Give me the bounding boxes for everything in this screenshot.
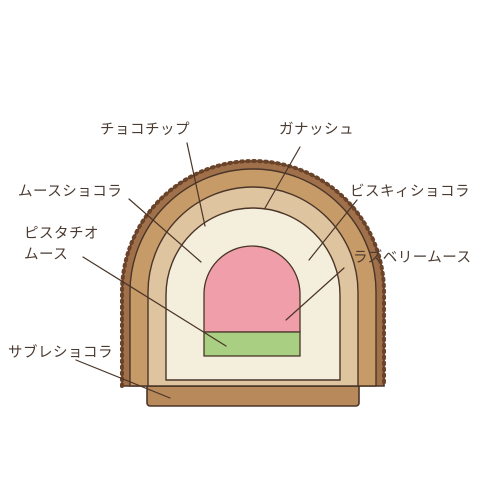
label-choco-chip: チョコチップ (100, 121, 190, 138)
labels: チョコチップ ガナッシュ ムースショコラ ビスキィショコラ ピスタチオ ムース … (8, 121, 472, 361)
leader-ganache (264, 146, 301, 209)
leader-choco-chip (186, 142, 206, 227)
label-pistachio-line1: ピスタチオ (24, 225, 99, 242)
label-ganache: ガナッシュ (279, 121, 354, 138)
leader-biscuit-chocolat (308, 199, 358, 261)
leader-pistachio (82, 256, 227, 347)
leader-lines (75, 142, 358, 399)
leader-raspberry (285, 267, 345, 321)
choco-chip-dots (120, 159, 386, 388)
label-pistachio-line2: ムース (24, 247, 68, 263)
label-mousse-chocolat: ムースショコラ (18, 184, 122, 200)
leader-sable (75, 359, 171, 399)
raspberry-mousse-layer (203, 245, 301, 333)
label-sable-chocolat: サブレショコラ (8, 343, 113, 361)
pistachio-mousse-layer (203, 331, 301, 357)
leader-mousse-chocolat (128, 198, 202, 263)
label-biscuit-chocolat: ビスキィショコラ (350, 183, 470, 200)
label-raspberry-mousse: ラズベリームース (353, 249, 472, 266)
